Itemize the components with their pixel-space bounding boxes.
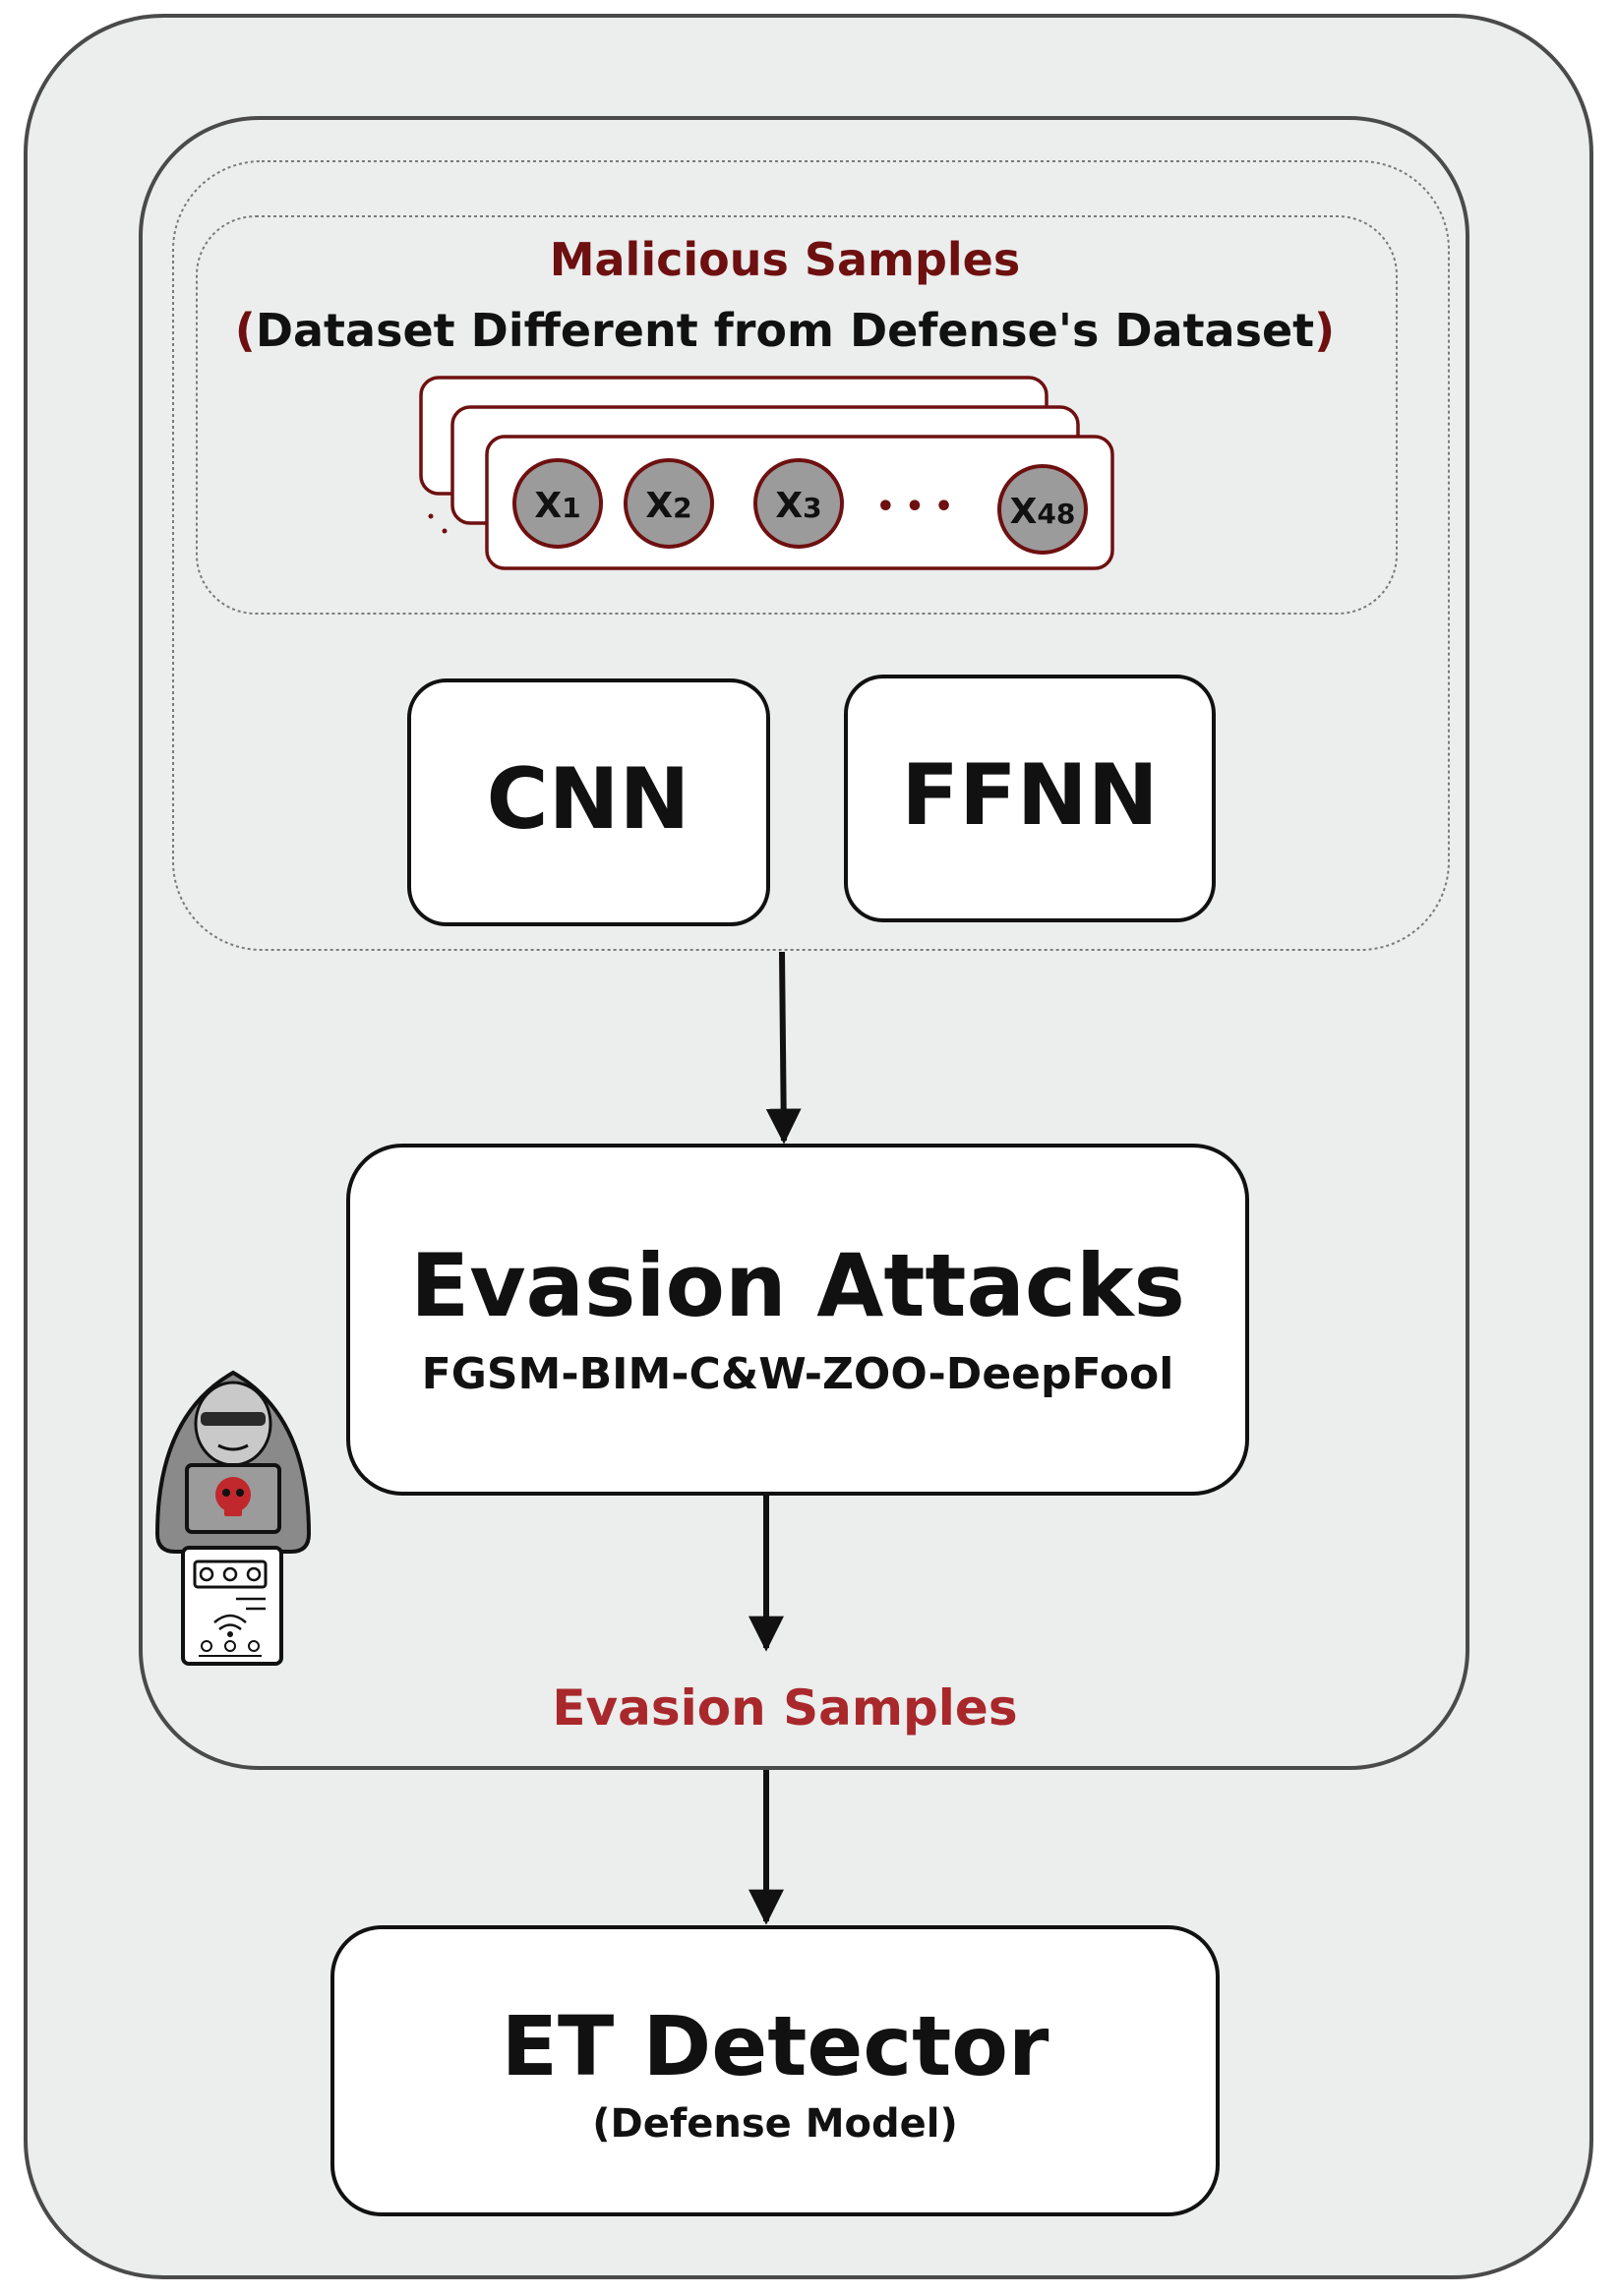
feature-circle <box>512 458 603 549</box>
feature-circle <box>624 458 714 549</box>
model-cnn: CNN <box>407 678 770 926</box>
evasion-attacks-box <box>346 1144 1249 1496</box>
feature-x3: X3 <box>753 458 844 549</box>
evasion-attacks-methods: FGSM-BIM-C&W-ZOO-DeepFool <box>422 1349 1174 1399</box>
device-button <box>224 1640 236 1652</box>
feature-subscript: 2 <box>673 492 691 524</box>
feature-subscript: 48 <box>1037 498 1075 530</box>
feature-base: X <box>775 486 803 526</box>
evasion-attacks-title: Evasion Attacks <box>410 1235 1185 1336</box>
model-ffnn: FFNN <box>844 675 1216 922</box>
model-box <box>407 678 770 926</box>
attacker-panel <box>139 116 1469 1770</box>
model-group-panel <box>172 160 1450 951</box>
feature-x1: X1 <box>512 458 603 549</box>
device-digit <box>199 1566 214 1582</box>
skull-eye <box>236 1489 244 1497</box>
device-digit <box>246 1566 262 1582</box>
subtitle-paren-close: ) <box>1314 304 1335 357</box>
device-display <box>193 1560 268 1589</box>
hacker-mouth <box>217 1443 249 1451</box>
subtitle-paren-open: ( <box>235 304 256 357</box>
feature-x2: X2 <box>624 458 714 549</box>
feature-x48: X48 <box>997 464 1088 555</box>
feature-subscript: 3 <box>803 492 821 524</box>
evasion-samples-label: Evasion Samples <box>552 1679 1017 1737</box>
feature-base: X <box>645 486 673 526</box>
subtitle-text: Dataset Different from Defense's Dataset <box>256 304 1314 357</box>
feature-subscript: 1 <box>562 492 580 524</box>
malicious-samples-title: Malicious Samples <box>550 233 1021 286</box>
feature-label: X48 <box>1010 492 1076 532</box>
device-button <box>201 1640 212 1652</box>
feature-base: X <box>1010 492 1038 532</box>
feature-label: X2 <box>645 486 691 526</box>
et-detector-block: ET Detector (Defense Model) <box>330 1925 1220 2216</box>
model-label: FFNN <box>901 746 1158 845</box>
model-box <box>844 675 1216 922</box>
feature-ellipsis: • • • <box>876 490 953 524</box>
et-detector-title: ET Detector <box>502 1998 1049 2094</box>
et-detector-subtitle: (Defense Model) <box>592 2101 958 2147</box>
hacker-icon <box>154 1370 312 1666</box>
feature-label: X1 <box>534 486 580 526</box>
feature-circle <box>753 458 844 549</box>
skull-jaw <box>224 1504 242 1516</box>
device-digit <box>222 1566 238 1582</box>
feature-circle <box>997 464 1088 555</box>
stack-dot <box>442 528 448 534</box>
wifi-dot <box>227 1631 233 1637</box>
dataset-subtitle: (Dataset Different from Defense's Datase… <box>235 304 1335 357</box>
et-detector-box <box>330 1925 1220 2216</box>
evasion-attacks-block: Evasion Attacks FGSM-BIM-C&W-ZOO-DeepFoo… <box>346 1144 1249 1496</box>
device-button <box>248 1640 260 1652</box>
hacker-glasses <box>201 1412 266 1426</box>
arrow-models-to-attacks <box>765 951 802 1145</box>
wifi-icon <box>213 1614 247 1630</box>
feature-base: X <box>534 486 562 526</box>
skull-icon <box>215 1477 251 1512</box>
feature-label: X3 <box>775 486 821 526</box>
model-label: CNN <box>486 750 689 849</box>
skull-eye <box>222 1489 230 1497</box>
stack-dot <box>428 513 434 519</box>
